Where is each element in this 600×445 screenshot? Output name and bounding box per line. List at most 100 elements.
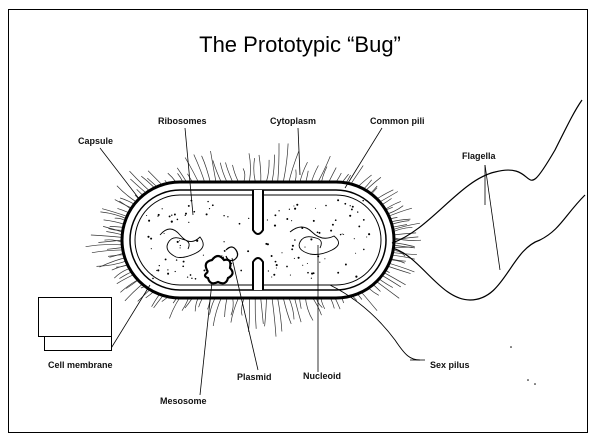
granule: [342, 233, 343, 234]
granule: [335, 219, 337, 221]
granule: [271, 276, 272, 277]
pilus-hair: [272, 155, 274, 182]
pilus-hair: [243, 168, 245, 181]
granule: [286, 266, 288, 268]
granule: [267, 243, 269, 245]
granule: [190, 274, 192, 276]
granule: [167, 269, 168, 270]
granule: [240, 270, 242, 272]
granule: [291, 248, 293, 250]
granule: [350, 205, 351, 206]
granule: [239, 223, 241, 225]
granule: [157, 269, 159, 271]
granule: [274, 225, 276, 227]
granule: [185, 215, 186, 216]
pilus-hair: [233, 165, 239, 182]
granule: [157, 216, 158, 217]
pilus-hair: [278, 143, 279, 181]
granule: [188, 222, 189, 223]
pilus-hair: [225, 298, 228, 318]
granule: [183, 261, 185, 263]
pilus-hair: [393, 233, 417, 235]
granule: [363, 249, 365, 251]
granule: [292, 245, 294, 247]
label-capsule: Capsule: [78, 136, 113, 146]
granule: [355, 253, 356, 254]
label-cell-membrane: Cell membrane: [48, 360, 113, 370]
granule: [191, 278, 192, 279]
granule: [179, 240, 180, 241]
granule: [207, 201, 208, 202]
flagellum-2: [392, 195, 585, 300]
granule: [156, 270, 157, 271]
label-plasmid: Plasmid: [237, 372, 272, 382]
pilus-hair: [289, 298, 294, 320]
granule: [362, 200, 364, 202]
granule: [159, 265, 160, 266]
pilus-hair: [393, 243, 415, 247]
pilus-hair: [92, 250, 125, 253]
granule: [182, 265, 184, 267]
pilus-hair: [261, 299, 264, 324]
granule: [185, 213, 187, 215]
granule: [344, 203, 346, 205]
granule: [351, 208, 353, 210]
granule: [180, 247, 181, 248]
label-mesosome: Mesosome: [160, 396, 207, 406]
granule: [148, 220, 150, 222]
granule: [307, 272, 309, 274]
granule: [304, 247, 305, 248]
granule: [358, 225, 360, 227]
granule: [247, 250, 249, 252]
granule: [188, 205, 190, 207]
pilus-hair: [91, 235, 123, 238]
granule: [325, 205, 327, 207]
granule: [298, 257, 300, 259]
granule: [227, 216, 228, 217]
granule: [174, 214, 176, 216]
granule: [337, 199, 339, 201]
pilus-hair: [254, 158, 255, 181]
pilus-hair: [86, 245, 124, 247]
granule: [294, 258, 295, 259]
pilus-hair: [231, 298, 238, 322]
granule: [177, 241, 179, 243]
granule: [151, 274, 152, 275]
pilus-hair: [272, 299, 276, 337]
granule: [310, 238, 312, 240]
granule: [276, 267, 277, 268]
granule: [151, 248, 152, 249]
granule: [171, 221, 173, 223]
granule: [167, 273, 169, 275]
granule: [176, 259, 177, 260]
granule: [267, 219, 268, 220]
granule: [203, 255, 204, 256]
pilus-hair: [283, 144, 288, 183]
label-nucleoid: Nucleoid: [303, 371, 341, 381]
granule: [276, 264, 278, 266]
pilus-hair: [213, 297, 222, 326]
granule: [171, 215, 172, 216]
granule: [317, 231, 319, 233]
granule: [223, 215, 224, 216]
granule: [349, 215, 351, 217]
granule: [278, 210, 279, 211]
label-cytoplasm: Cytoplasm: [270, 116, 316, 126]
pilus-hair: [289, 151, 299, 182]
granule: [150, 238, 152, 240]
granule: [355, 276, 357, 278]
granule: [290, 275, 291, 276]
granule: [164, 233, 165, 234]
granule: [332, 224, 334, 226]
granule: [180, 245, 181, 246]
granule: [223, 241, 224, 242]
granule: [293, 206, 294, 207]
granule: [354, 238, 355, 239]
granule: [224, 250, 226, 252]
stray-dot: [534, 383, 536, 385]
granule: [175, 271, 176, 272]
granule: [343, 234, 344, 235]
pilus-hair: [267, 160, 270, 181]
granule: [193, 211, 195, 213]
granule: [368, 233, 370, 235]
